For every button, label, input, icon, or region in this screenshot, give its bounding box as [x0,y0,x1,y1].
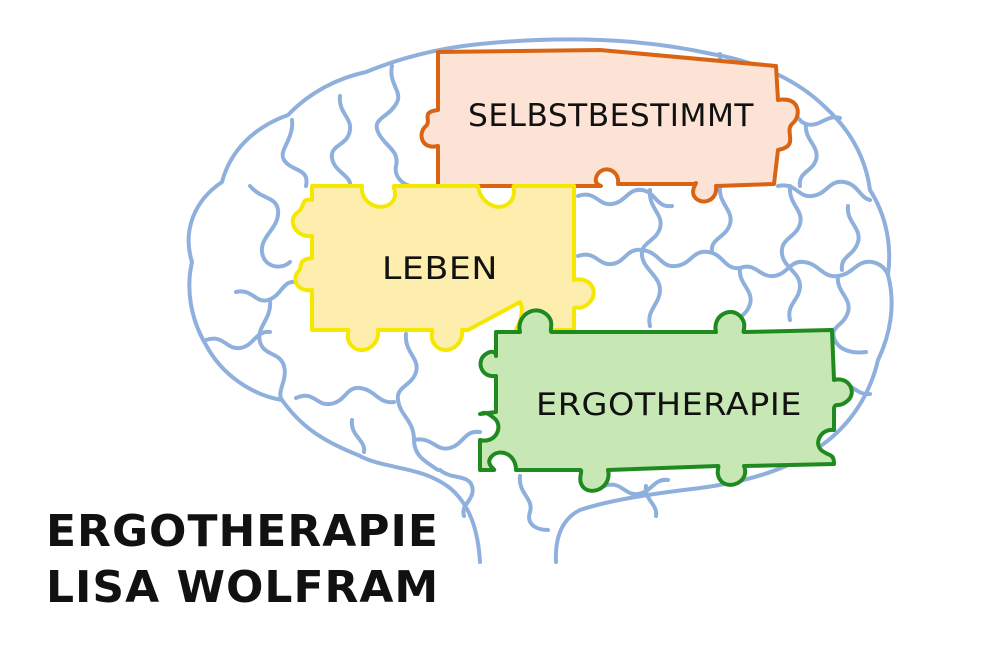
puzzle-seam [248,184,292,269]
puzzle-seam [576,187,674,209]
brand-owner-line: LISA WOLFRAM [46,562,440,613]
puzzle-seam [776,179,872,202]
puzzle-seam [374,64,412,188]
puzzle-seam [797,122,819,188]
puzzle-seam [576,247,742,271]
puzzle-seam [412,429,482,451]
puzzle-seam [839,204,861,272]
puzzle-piece-leben: LEBEN [290,184,596,352]
puzzle-seam [280,118,309,188]
puzzle-seam [294,385,396,407]
selbst-label: SELBSTBESTIMMT [468,98,755,134]
brain-puzzle-icon [186,37,894,564]
selbst-piece-shape [419,48,800,204]
puzzle-piece-ergotherapie: ERGOTHERAPIE [478,308,854,493]
ergo-label: ERGOTHERAPIE [536,387,802,423]
puzzle-seam [517,474,550,532]
leben-piece-shape [290,184,596,352]
puzzle-seam [395,332,440,472]
puzzle-seam [349,418,367,454]
puzzle-seam [639,188,663,328]
puzzle-seam [204,329,272,351]
puzzle-seam [643,484,659,518]
brand-name-line: ERGOTHERAPIE [46,506,439,557]
puzzle-piece-selbstbestimmt: SELBSTBESTIMMT [419,48,800,204]
puzzle-seam [438,468,475,518]
ergo-piece-shape [478,308,854,493]
puzzle-seam [779,184,803,322]
puzzle-seam [234,279,298,303]
puzzle-seam [602,477,670,497]
puzzle-seam [329,94,353,188]
leben-label: LEBEN [382,251,498,287]
puzzle-seam [738,259,890,279]
puzzle-seam [831,274,868,355]
puzzle-seam [709,184,733,254]
puzzle-seam [257,298,287,402]
brain-outline [186,37,894,564]
